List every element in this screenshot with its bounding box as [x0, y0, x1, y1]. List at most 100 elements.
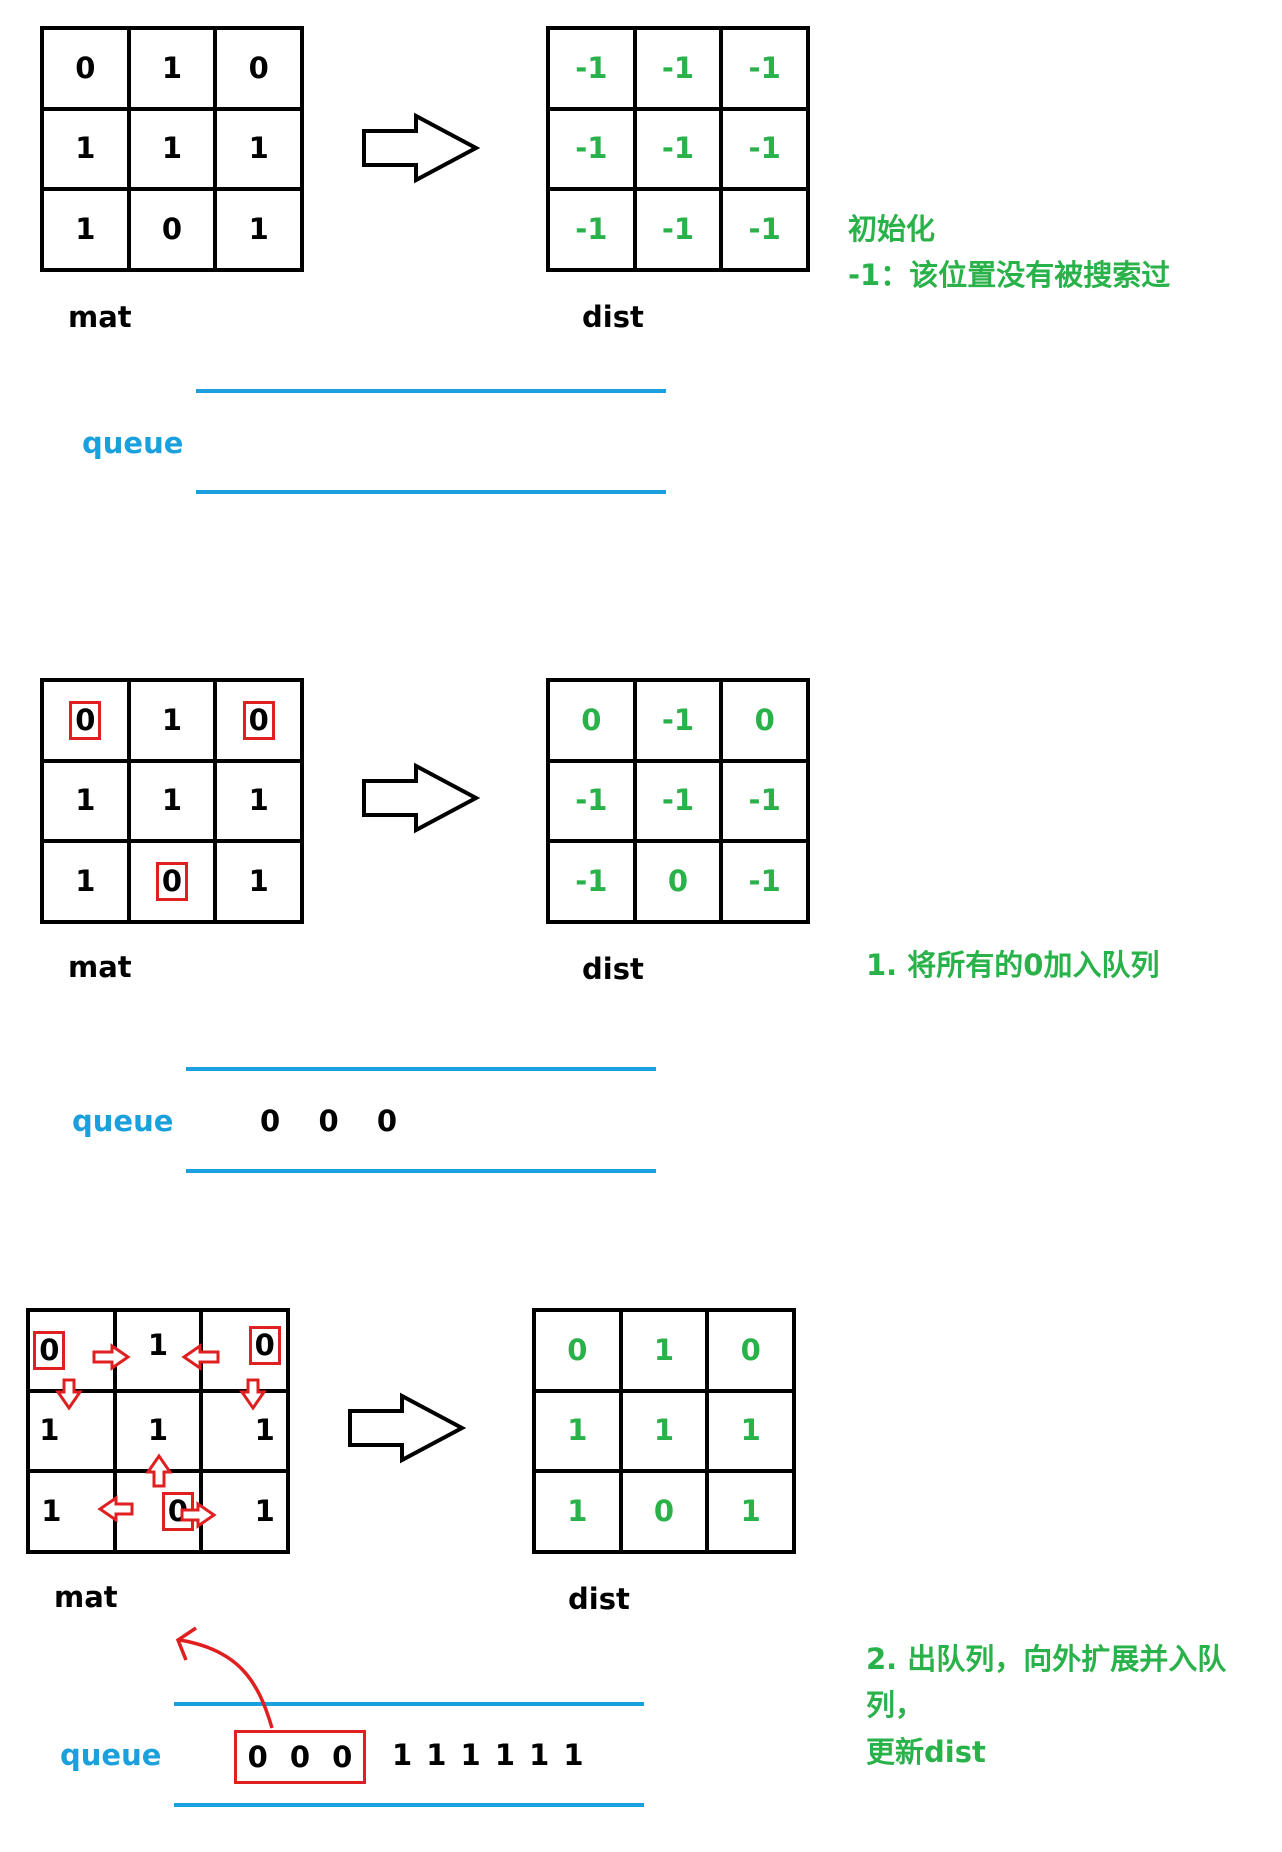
dist-cell: -1	[634, 680, 722, 761]
dist-cell: 1	[620, 1310, 708, 1391]
transform-arrow-icon	[362, 112, 481, 184]
mat-cell: 1	[128, 680, 216, 761]
cell-value: -1	[661, 212, 695, 247]
transform-arrow-icon	[362, 762, 481, 834]
cell-value: 0	[567, 1332, 588, 1367]
mat-label-3: mat	[54, 1580, 118, 1614]
cell-value: 1	[147, 1413, 169, 1448]
mat-grid-1: 0 1 0 1 1 1 1 0 1	[40, 26, 304, 272]
mat-cell: 1	[215, 189, 302, 270]
dist-grid-3: 0 1 0 1 1 1 1 0 1	[532, 1308, 796, 1554]
mat-grid-2: 0 1 0 1 1 1 1 0 1	[40, 678, 304, 924]
cell-value: 1	[254, 1413, 275, 1448]
note-line: 初始化	[848, 212, 936, 246]
mat-cell: 1	[215, 760, 302, 842]
cell-value: 1	[653, 1413, 675, 1448]
queue-bottom-line-2	[186, 1169, 656, 1173]
expand-down-arrow-icon	[55, 1378, 83, 1411]
note-line: -1：该位置没有被搜索过	[848, 258, 1171, 293]
dequeue-arrowhead-icon	[175, 1626, 197, 1661]
mat-cell: 0	[201, 1310, 288, 1391]
dist-cell: 0	[721, 680, 808, 761]
queue-items-2: 0 0 0	[260, 1104, 400, 1138]
dist-label-1: dist	[582, 300, 644, 334]
cell-value: 1	[41, 1494, 62, 1529]
cell-value: 0	[248, 1325, 281, 1365]
dist-cell: -1	[721, 189, 808, 270]
mat-cell: 1	[42, 108, 129, 190]
cell-value: 1	[75, 783, 96, 818]
dist-cell: -1	[634, 108, 722, 190]
mat-label-2: mat	[68, 950, 132, 984]
cell-value: 0	[155, 862, 189, 902]
mat-cell: 0	[42, 28, 129, 109]
cell-value: -1	[661, 50, 695, 85]
cell-value: 1	[567, 1494, 588, 1529]
expand-left-arrow-icon	[181, 1343, 220, 1371]
dist-label-3: dist	[568, 1582, 630, 1616]
queue-top-line-1	[196, 389, 666, 393]
dist-cell: -1	[721, 108, 808, 190]
dist-cell: -1	[548, 760, 635, 842]
expand-right-arrow-icon	[180, 1501, 217, 1529]
dist-cell: -1	[721, 841, 808, 922]
cell-value: 1	[161, 131, 183, 166]
dequeued-items-box: 0 0 0	[234, 1730, 366, 1784]
cell-value: -1	[575, 864, 608, 899]
dist-cell: 0	[620, 1471, 708, 1552]
mat-cell: 0	[215, 680, 302, 761]
mat-cell: 0	[42, 680, 129, 761]
cell-value: 0	[242, 700, 275, 740]
dist-cell: 0	[707, 1310, 794, 1391]
cell-value: 1	[254, 1494, 275, 1529]
expand-right-arrow-icon	[92, 1343, 131, 1371]
expand-left-arrow-icon	[97, 1495, 134, 1523]
dist-cell: -1	[548, 189, 635, 270]
note-line: 1. 将所有的0加入队列	[866, 948, 1160, 982]
cell-value: -1	[748, 864, 781, 899]
queue-label-1: queue	[82, 426, 184, 460]
cell-value: -1	[575, 783, 608, 818]
dist-cell: -1	[634, 189, 722, 270]
cell-value: -1	[575, 50, 608, 85]
dist-cell: 0	[534, 1310, 621, 1391]
dist-cell: 1	[534, 1471, 621, 1552]
mat-cell: 1	[128, 28, 216, 109]
dist-cell: -1	[634, 760, 722, 842]
note-3: 2. 出队列，向外扩展并入队列， 更新dist	[866, 1636, 1282, 1775]
cell-value: 1	[39, 1413, 60, 1448]
dist-label-2: dist	[582, 952, 644, 986]
queue-bottom-line-1	[196, 490, 666, 494]
mat-cell: 1	[128, 108, 216, 190]
cell-value: -1	[575, 212, 608, 247]
cell-value: 1	[653, 1332, 675, 1367]
cell-value: -1	[661, 702, 695, 737]
cell-value: 0	[69, 700, 102, 740]
queue-top-line-2	[186, 1067, 656, 1071]
cell-value: -1	[748, 212, 781, 247]
mat-cell: 1	[42, 841, 129, 922]
dist-cell: 1	[534, 1390, 621, 1472]
cell-value: 1	[248, 783, 269, 818]
cell-value: 1	[161, 783, 183, 818]
cell-value: 1	[567, 1413, 588, 1448]
dist-cell: -1	[548, 841, 635, 922]
queue-top-line-3	[174, 1702, 644, 1706]
note-1: 初始化 -1：该位置没有被搜索过	[848, 206, 1170, 299]
mat-cell: 1	[128, 760, 216, 842]
dist-cell: 1	[707, 1471, 794, 1552]
cell-value: 0	[667, 864, 689, 899]
mat-cell: 0	[128, 189, 216, 270]
cell-value: 0	[653, 1494, 675, 1529]
cell-value: 0	[740, 1332, 761, 1367]
note-line: 2. 出队列，向外扩展并入队列，	[866, 1642, 1227, 1723]
cell-value: 0	[248, 50, 269, 85]
cell-value: 1	[75, 131, 96, 166]
mat-cell: 1	[215, 841, 302, 922]
dequeue-curve-arrow-icon	[179, 1638, 274, 1729]
cell-value: -1	[661, 783, 695, 818]
dist-cell: -1	[548, 108, 635, 190]
mat-cell: 0	[215, 28, 302, 109]
cell-value: 1	[740, 1413, 761, 1448]
